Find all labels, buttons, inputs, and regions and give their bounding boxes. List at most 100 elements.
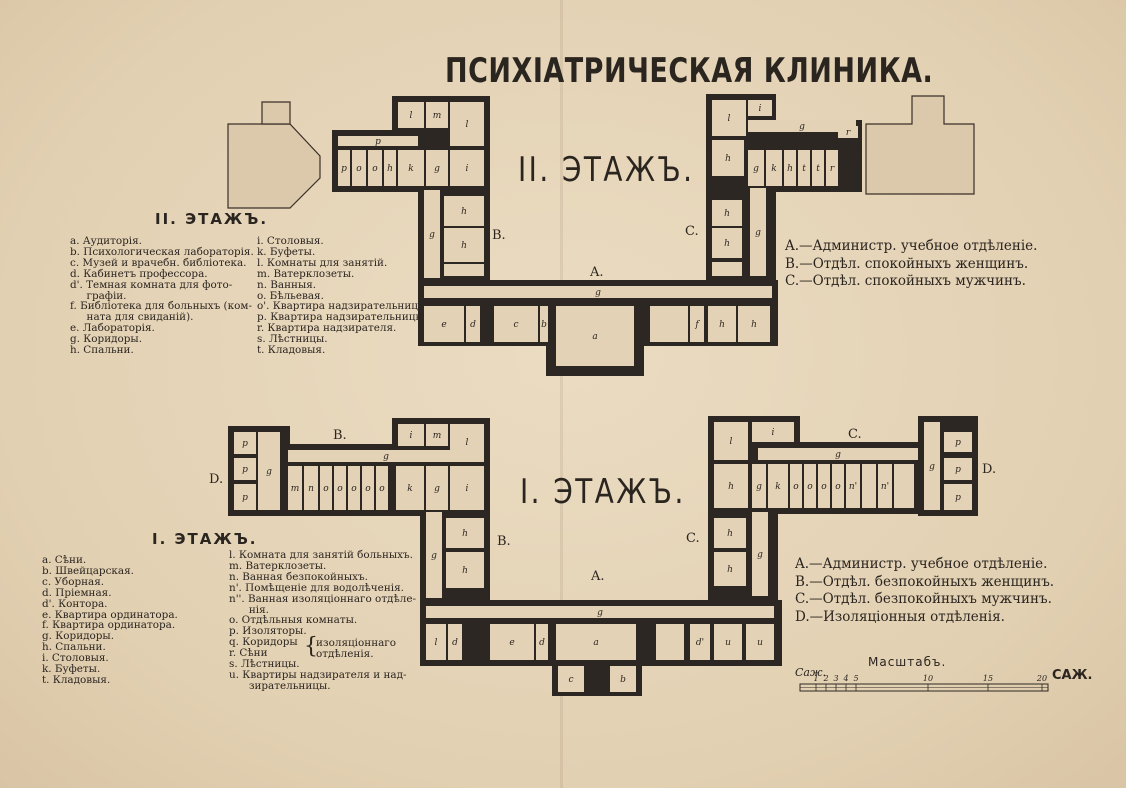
- page-fold: [560, 0, 563, 788]
- legend-item: g. Коридоры.: [42, 630, 115, 643]
- scale-unit-right: САЖ.: [1052, 668, 1093, 683]
- room: [714, 518, 746, 548]
- room: [258, 432, 280, 510]
- room-letter: g: [595, 288, 601, 298]
- room: [426, 466, 448, 510]
- legend-item: b. Швейцарская.: [42, 564, 134, 577]
- room: [288, 466, 302, 510]
- room-letter: t: [802, 164, 806, 174]
- room: [320, 466, 332, 510]
- room: [784, 150, 796, 186]
- floor2-legend-right: i. Столовыя. k. Буфеты. l. Комнаты для з…: [257, 236, 430, 356]
- legend-item: n'. Помѣщеніе для водолѣченія.: [229, 581, 404, 594]
- room-letter: g: [429, 230, 435, 240]
- room: [714, 624, 742, 660]
- legend-item: h. Спальни.: [70, 344, 134, 357]
- legend-item: u. Квартиры надзирателя и над-: [229, 668, 407, 681]
- room: [536, 624, 548, 660]
- room-letter: r: [846, 128, 851, 138]
- legend-item: a. Аудиторія.: [70, 235, 142, 247]
- room: [798, 150, 810, 186]
- legend-item: l. Комнаты для занятій.: [257, 256, 388, 269]
- room-letter: d: [452, 638, 458, 648]
- page-title: ПСИХІАТРИЧЕСКАЯ КЛИНИКА.: [445, 52, 934, 91]
- room-letter: p: [955, 438, 961, 448]
- room: [334, 466, 346, 510]
- room-letter: g: [431, 551, 437, 561]
- legend-item: d'. Контора.: [42, 597, 108, 610]
- room-letter: l: [466, 120, 469, 130]
- room-letter: g: [434, 484, 440, 494]
- room: [752, 422, 794, 442]
- room-letter: k: [408, 164, 413, 174]
- legend-item: k. Буфеты.: [42, 663, 101, 676]
- room-letter: d: [470, 320, 476, 330]
- wing-item: D.—Изоляціонныя отдѣленія.: [795, 608, 1005, 625]
- room-letter: u: [725, 638, 731, 648]
- floor1-wing-key: A.—Администр. учебное отдѣленіе. B.—Отдѣ…: [795, 556, 1054, 626]
- room-letter: p: [341, 164, 347, 174]
- legend-item: r. Сѣни: [229, 647, 268, 660]
- room: [878, 464, 892, 508]
- room: [398, 424, 424, 446]
- room-letter: h: [461, 207, 467, 217]
- room: [426, 150, 448, 186]
- room-letter: i: [466, 164, 469, 174]
- room: [812, 150, 824, 186]
- room: [376, 466, 388, 510]
- room: [748, 100, 772, 116]
- roof-left-top: [261, 101, 291, 125]
- room-letter: o: [351, 484, 357, 494]
- legend-item: m. Ватерклозеты.: [257, 267, 355, 280]
- legend-item: d. Пріемная.: [42, 586, 112, 599]
- brace: {: [304, 634, 318, 659]
- room: [714, 464, 748, 508]
- legend-item: i. Столовыя.: [257, 235, 324, 247]
- room: [556, 624, 636, 660]
- wing-item: B.—Отдѣл. безпокойныхъ женщинъ.: [795, 573, 1055, 590]
- legend-item: c. Музей и врачебн. библіотека.: [70, 256, 247, 269]
- room-letter: p: [955, 465, 961, 475]
- scale-tick-label: 3: [833, 674, 838, 683]
- brace-note-line: изоляціоннаго: [316, 637, 397, 649]
- room-letter: e: [509, 638, 514, 648]
- room: [752, 464, 766, 508]
- room-letter: h: [387, 164, 393, 174]
- scale-tick-label: 15: [983, 674, 993, 683]
- room: [424, 306, 464, 342]
- room: [748, 150, 764, 186]
- legend-item: o. Бѣльевая.: [257, 289, 324, 302]
- room-letter: g: [266, 467, 272, 477]
- room-letter: g: [755, 228, 761, 238]
- legend-item: p. Изоляторы.: [229, 625, 307, 638]
- room: [758, 448, 918, 460]
- plan-letter-c: C.: [848, 427, 862, 442]
- legend-item: e. Квартира ординатора.: [42, 608, 178, 621]
- legend-item: f. Квартира ординатора.: [42, 619, 176, 632]
- room: [398, 102, 424, 128]
- room-letter: k: [771, 164, 776, 174]
- room: [450, 466, 484, 510]
- scale-tick-label: 20: [1036, 674, 1047, 683]
- room-letter: h: [727, 529, 733, 539]
- legend-item: n''. Ванная изоляціоннаго отдѣле-: [229, 592, 416, 605]
- room-letter: k: [407, 484, 412, 494]
- room: [494, 306, 538, 342]
- room-letter: i: [759, 104, 762, 114]
- legend-item: k. Буфеты.: [257, 245, 316, 258]
- plan-letter-c: C.: [685, 224, 699, 239]
- room-letter: n': [881, 482, 889, 492]
- room-letter: a: [592, 332, 597, 342]
- room-letter: g: [753, 164, 759, 174]
- room: [610, 666, 636, 692]
- legend-item: g. Коридоры.: [70, 333, 143, 346]
- room-letter: g: [835, 450, 841, 460]
- floor1-plan-label: I. ЭТАЖЪ.: [520, 472, 686, 512]
- wing-item: C.—Отдѣл. безпокойныхъ мужчинъ.: [795, 591, 1052, 607]
- room: [894, 464, 914, 508]
- room: [396, 466, 424, 510]
- room: [450, 150, 484, 186]
